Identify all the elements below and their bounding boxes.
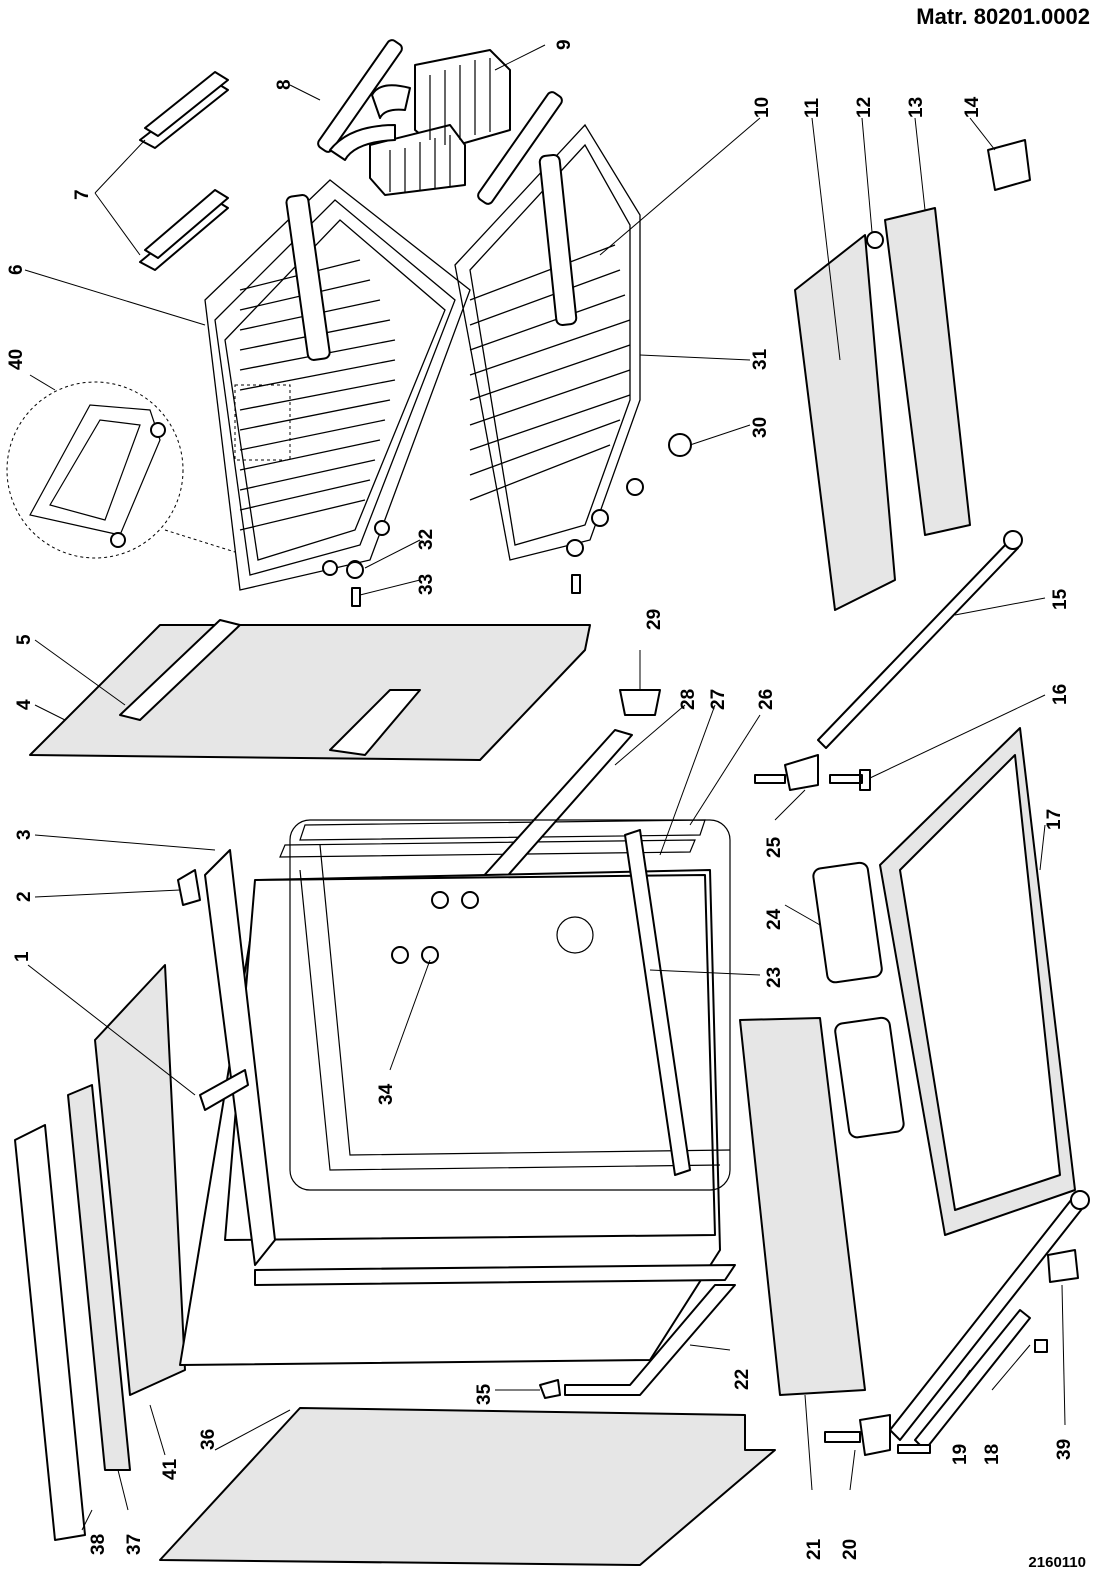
part-pin-33 [351,587,361,607]
part-clip-35 [539,1379,561,1399]
callout-32: 32 [416,529,437,550]
callout-8: 8 [274,79,295,90]
callout-3: 3 [14,829,35,840]
callout-25: 25 [764,836,785,858]
callout-40: 40 [6,349,27,370]
part-seal-26 [299,819,706,841]
part-wheel-32 [346,561,364,579]
callout-14: 14 [962,96,983,118]
part-rod-19 [889,1194,1086,1441]
part-strip-37 [67,1084,131,1471]
part-strip-8b [477,91,563,205]
part-detail-circle [6,381,236,559]
callout-36: 36 [198,1429,219,1450]
part-hinge-20 [824,1414,891,1456]
callout-7: 7 [72,189,93,200]
part-cutlery-basket [329,49,511,196]
callout-11: 11 [802,97,823,118]
part-strip-38 [14,1124,86,1541]
callout-33: 33 [416,574,437,595]
part-side-panel [29,619,591,761]
callout-29: 29 [644,609,665,630]
part-clip-29 [619,689,661,716]
callout-labels: 1 2 3 4 5 6 7 8 9 10 11 12 13 14 15 16 1… [6,39,1075,1560]
part-cap-24b [834,1016,905,1139]
part-rail-3 [204,849,276,1266]
part-nut-18 [1034,1339,1048,1353]
callout-37: 37 [124,1534,145,1555]
part-bracket-1 [199,1069,249,1111]
model-title: Matr. 80201.0002 [916,4,1090,29]
callout-23: 23 [764,967,785,988]
part-strip-8 [317,39,403,153]
callout-17: 17 [1044,809,1065,830]
part-block-14 [987,139,1031,191]
part-rail-23 [624,829,691,1176]
drawing-code: 2160110 [1028,1554,1086,1571]
part-lower-basket [454,123,644,561]
part-plinth-22 [254,1264,736,1286]
part-rail-28 [479,729,633,891]
part-bottom-panel-36 [159,1407,776,1566]
callout-35: 35 [474,1383,495,1405]
callout-13: 13 [906,97,927,118]
part-hinge-25 [754,754,819,791]
callout-21: 21 [804,1538,825,1560]
callout-31: 31 [750,348,771,370]
callout-34: 34 [376,1083,397,1105]
part-seal-27 [279,839,696,858]
callout-10: 10 [752,97,773,118]
callout-2: 2 [14,891,35,902]
part-panel-13 [884,207,971,536]
callout-4: 4 [14,699,35,710]
callout-19: 19 [950,1444,971,1465]
part-clip-39 [1047,1249,1079,1283]
part-bracket-2 [177,869,201,906]
part-panel-21 [739,1017,866,1396]
part-nut-12 [866,231,884,249]
callout-12: 12 [854,97,875,118]
callout-26: 26 [756,689,777,710]
part-upper-basket [204,179,471,591]
part-plinth-22b [564,1284,736,1396]
callout-39: 39 [1054,1439,1075,1460]
callout-24: 24 [764,908,785,930]
callout-20: 20 [840,1539,861,1560]
part-cutlery-holders [139,71,229,271]
callout-28: 28 [678,689,699,710]
callout-41: 41 [160,1458,181,1480]
part-tub [94,819,731,1396]
callout-27: 27 [708,689,729,710]
callout-18: 18 [982,1444,1003,1465]
leader-lines [24,44,1066,1531]
part-screw-16 [829,769,871,791]
part-wheel-30 [668,433,692,457]
callout-6: 6 [6,264,27,275]
callout-9: 9 [554,39,575,50]
callout-22: 22 [732,1369,753,1390]
part-cap-24 [812,861,883,984]
callout-38: 38 [88,1534,109,1555]
callout-1: 1 [12,951,33,962]
callout-16: 16 [1050,684,1071,705]
part-panel-11 [794,234,896,611]
callout-5: 5 [14,634,35,645]
callout-15: 15 [1050,588,1071,610]
part-pin-33b [571,574,581,594]
callout-30: 30 [750,417,771,438]
